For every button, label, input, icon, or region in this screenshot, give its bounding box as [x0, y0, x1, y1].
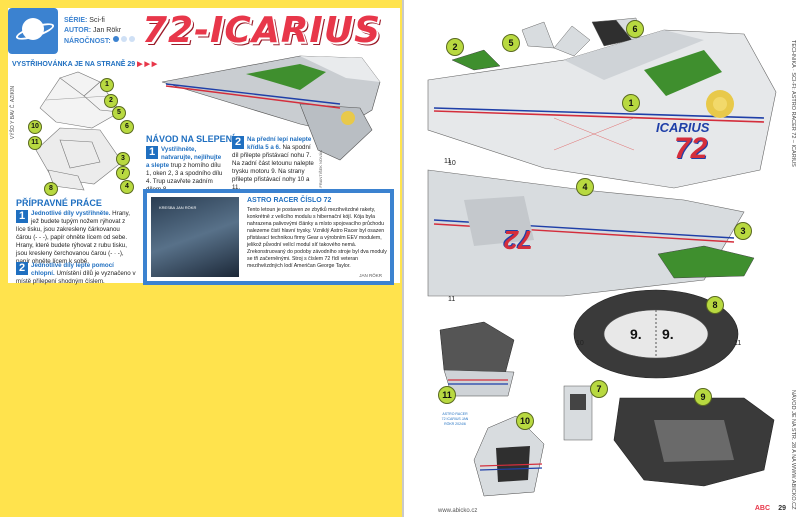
info-title: ASTRO RACER ČÍSLO 72	[247, 197, 332, 204]
part-callout-10: 10	[516, 412, 534, 430]
instruction-page: SÉRIE: Sci-fi AUTOR: Jan Rökr NÁROČNOST:…	[0, 0, 404, 517]
part-callout-2: 2	[446, 38, 464, 56]
fuselage-number: 72	[674, 132, 708, 165]
assembly-step-1: 1 Vystřihněte, natvarujte, nejlíhujte a …	[146, 146, 223, 193]
assembly-step-2: 2 Na přední lepí nalepte křídla 5 a 6. N…	[232, 136, 314, 191]
piece-1-fuselage-top	[427, 29, 777, 189]
prep-step-1: 1 Jednotlivé díly vystřihněte. Hrany, je…	[16, 210, 130, 265]
part-callout-4: 4	[576, 178, 594, 196]
model-credit: ASTRO RACER 72 ICARIUS JAN RÖKR 2024/6	[441, 412, 469, 426]
prep-heading: PŘÍPRAVNÉ PRÁCE	[16, 198, 102, 208]
callout-1: 1	[100, 78, 114, 92]
side-heading: TECHNIKA · SCI-FI: ASTRO RACER 72 – ICAR…	[790, 40, 796, 167]
prep-step-2: 2 Jednotlivé díly lepte pomocí chlopní. …	[16, 262, 136, 285]
fuselage-name: ICARIUS	[656, 120, 710, 135]
page-spine	[402, 0, 405, 517]
info-text: Tento letoun je postaven ze zbytků mezih…	[247, 207, 387, 269]
callout-6: 6	[120, 120, 134, 134]
part-callout-9: 9	[694, 388, 712, 406]
tab-label: 11	[448, 296, 456, 303]
exploded-view-bottom	[35, 127, 123, 191]
part-callout-3: 3	[734, 222, 752, 240]
piece-11-leg	[439, 321, 515, 397]
nozzle-label-right: 9.	[662, 326, 674, 342]
tab-label: 11	[734, 340, 742, 347]
website-link[interactable]: www.abicko.cz	[438, 508, 478, 514]
part-callout-5: 5	[502, 34, 520, 52]
part-callout-1: 1	[622, 94, 640, 112]
side-note: NÁVOD JE NA STR. 28 A NA WWW.ABICKO.CZ	[790, 390, 796, 510]
ship-illustration	[161, 55, 381, 161]
tab-label: 10	[576, 340, 584, 347]
page-title: 72-ICARIUS	[142, 10, 381, 51]
article-meta: SÉRIE: Sci-fi AUTOR: Jan Rökr NÁROČNOST:	[64, 16, 137, 47]
nozzle-label-left: 9.	[630, 326, 642, 342]
part-callout-7: 7	[590, 380, 608, 398]
fuselage-number-bottom: 72	[504, 225, 533, 255]
callout-3: 3	[116, 152, 130, 166]
cutout-page: ICARIUS 72 72 9. 9. 2 5 6 1 4 3 8 11 7 9…	[404, 0, 800, 517]
part-callout-8: 8	[706, 296, 724, 314]
part-callout-6: 6	[626, 20, 644, 38]
info-author: JAN RÖKR	[359, 273, 382, 278]
series-value: Sci-fi	[89, 17, 105, 24]
piece-8-nozzle	[573, 289, 739, 379]
ship-artwork: KRESBA JAN RÖKR	[151, 197, 239, 277]
piece-2-window	[451, 49, 501, 71]
cutout-sheet	[427, 17, 777, 497]
cutout-note: VYSTŘIHOVÁNKA JE NA STRANĚ 29 ▶ ▶ ▶	[12, 61, 158, 68]
difficulty-label: NÁROČNOST:	[64, 37, 111, 45]
callout-8: 8	[44, 182, 58, 196]
image-caption: KRESBA JAN RÖKR	[159, 205, 197, 210]
callout-5: 5	[112, 106, 126, 120]
callout-10: 10	[28, 120, 42, 134]
planet-icon	[22, 18, 44, 40]
category-icon-box	[8, 8, 58, 54]
piece-3-window	[657, 245, 755, 279]
magazine-logo: ABC	[754, 505, 770, 512]
author-label: AUTOR:	[64, 27, 92, 34]
series-label: SÉRIE:	[64, 17, 88, 24]
piece-7-landing-gear	[563, 385, 593, 441]
assembly-heading: NÁVOD NA SLEPENÍ	[146, 134, 235, 144]
tab-label: 11	[444, 158, 452, 165]
tab-label: 10	[448, 160, 456, 167]
callout-2: 2	[104, 94, 118, 108]
callout-7: 7	[116, 166, 130, 180]
exploded-view-top	[39, 71, 121, 129]
page-number: 29	[778, 505, 786, 512]
callout-4: 4	[120, 180, 134, 194]
author-value: Jan Rökr	[93, 27, 122, 34]
part-callout-11: 11	[438, 386, 456, 404]
piece-10-leg	[473, 415, 545, 497]
difficulty-rating	[112, 36, 137, 46]
info-box: KRESBA JAN RÖKR ASTRO RACER ČÍSLO 72 Ten…	[143, 189, 394, 285]
piece-9-engine	[613, 397, 775, 487]
callout-11: 11	[28, 136, 42, 150]
